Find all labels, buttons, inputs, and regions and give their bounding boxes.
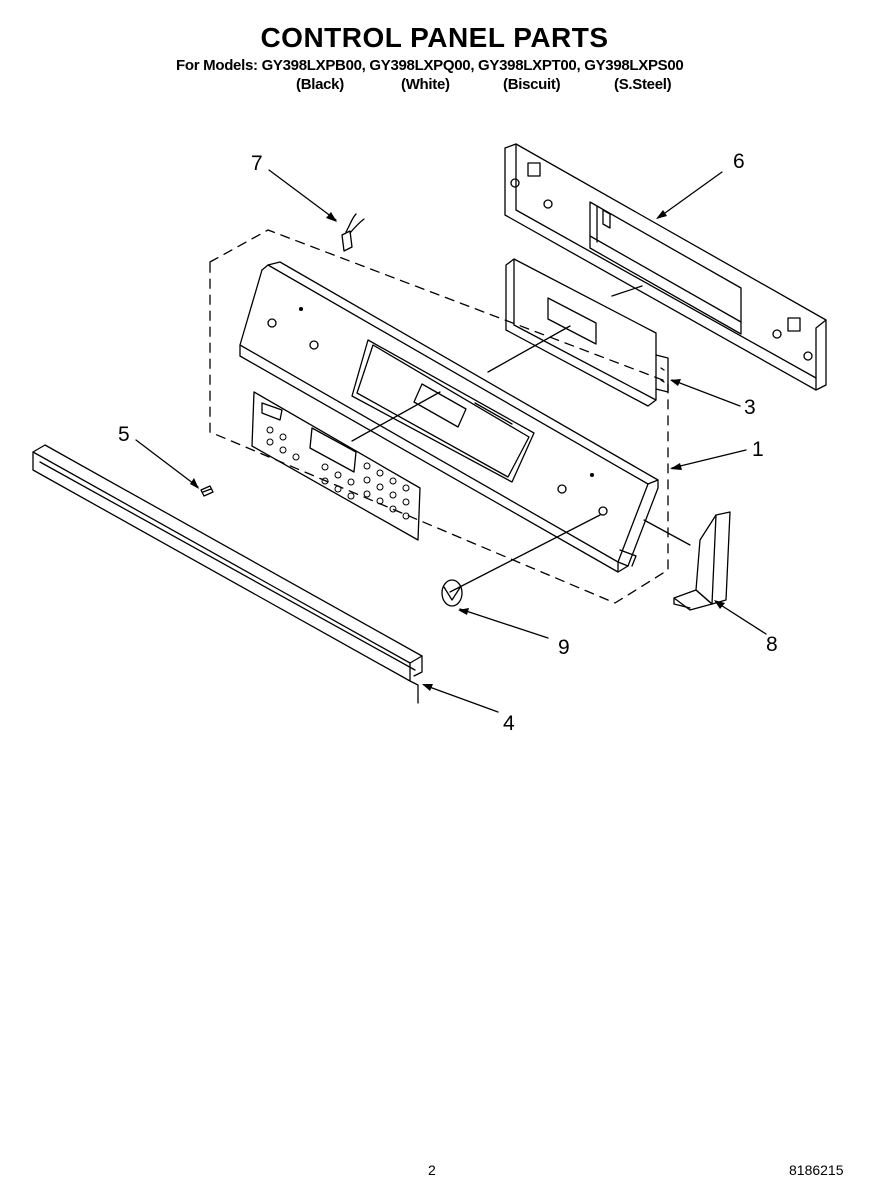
variant-black: (Black) — [296, 76, 344, 93]
variant-white: (White) — [401, 76, 450, 93]
callout-labels: 1 3 4 5 6 7 8 9 — [118, 150, 778, 735]
callout-6: 6 — [733, 150, 745, 173]
graphic-overlay-part — [251, 391, 421, 541]
end-cap-part — [673, 511, 731, 611]
callout-8: 8 — [766, 633, 778, 656]
page-number: 2 — [428, 1162, 436, 1178]
assembly-boundary — [209, 229, 669, 604]
callout-7: 7 — [251, 152, 263, 175]
console-panel-part — [239, 261, 659, 573]
page-title: CONTROL PANEL PARTS — [260, 22, 609, 53]
screw-part — [200, 485, 214, 497]
variant-biscuit: (Biscuit) — [503, 76, 561, 93]
callout-1: 1 — [752, 438, 764, 461]
callout-5: 5 — [118, 423, 130, 446]
leader-arrowheads — [190, 210, 725, 691]
model-list: For Models: GY398LXPB00, GY398LXPQ00, GY… — [176, 57, 684, 74]
callout-3: 3 — [744, 396, 756, 419]
document-number: 8186215 — [789, 1162, 844, 1178]
control-board-part — [505, 258, 669, 407]
variant-steel: (S.Steel) — [614, 76, 672, 93]
callout-4: 4 — [503, 712, 515, 735]
callout-9: 9 — [558, 636, 570, 659]
knob-part — [441, 579, 463, 607]
trim-strip-part — [32, 444, 423, 704]
leader-lines — [135, 169, 767, 713]
rear-bracket-part — [504, 143, 827, 391]
wire-connector-part — [341, 213, 365, 252]
